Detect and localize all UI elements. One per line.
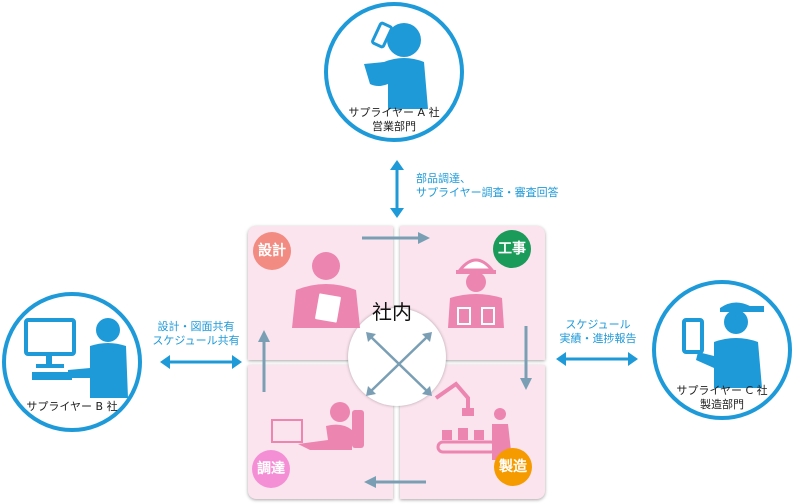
supplier-a-name: サプライヤー A 社 [348, 106, 440, 119]
top-link-line1: 部品調達、 [416, 172, 471, 185]
person-phone-icon [364, 21, 428, 109]
procurement-badge: 調達 [252, 450, 290, 488]
top-link-line2: サプライヤー調査・審査回答 [416, 186, 559, 199]
supplier-a-dept: 営業部門 [372, 120, 416, 133]
top-link-text: 部品調達、 サプライヤー調査・審査回答 [416, 172, 559, 200]
vertical-double-arrow-icon [390, 160, 404, 218]
person-computer-icon [24, 318, 128, 398]
supplier-b-circle: サプライヤー B 社 [2, 292, 142, 432]
arrow-design-to-construction [362, 232, 430, 244]
manufacturing-badge: 製造 [494, 448, 532, 486]
design-badge: 設計 [253, 232, 291, 270]
construction-badge: 工事 [493, 230, 531, 268]
supplier-b-name: サプライヤー B 社 [26, 400, 118, 413]
designer-figure-icon [292, 252, 360, 328]
supplier-a-circle: サプライヤー A 社 営業部門 [324, 2, 464, 142]
construction-worker-icon [448, 258, 504, 328]
right-link-text: スケジュール 実績・進捗報告 [552, 318, 644, 346]
center-label: 社内 [372, 300, 412, 324]
right-double-arrow-icon [556, 352, 638, 366]
right-link-line2: 実績・進捗報告 [559, 332, 637, 345]
arrow-construction-to-manufacturing [520, 326, 532, 390]
right-link-line1: スケジュール [565, 318, 631, 331]
left-link-text: 設計・図面共有 スケジュール共有 [150, 320, 242, 348]
arrow-manufacturing-to-procurement [364, 476, 426, 488]
left-double-arrow-icon [160, 355, 242, 369]
left-link-line2: スケジュール共有 [152, 334, 240, 347]
left-link-line1: 設計・図面共有 [157, 320, 235, 333]
arrow-procurement-to-design [258, 330, 270, 392]
person-tablet-icon [682, 302, 764, 388]
procurement-person-icon [271, 402, 364, 450]
supplier-c-name: サプライヤー C 社 [676, 384, 768, 397]
center-cross-arrows [366, 332, 432, 396]
supplier-c-circle: サプライヤー C 社 製造部門 [652, 280, 792, 420]
factory-line-icon [434, 381, 512, 460]
supplier-c-dept: 製造部門 [700, 398, 744, 411]
